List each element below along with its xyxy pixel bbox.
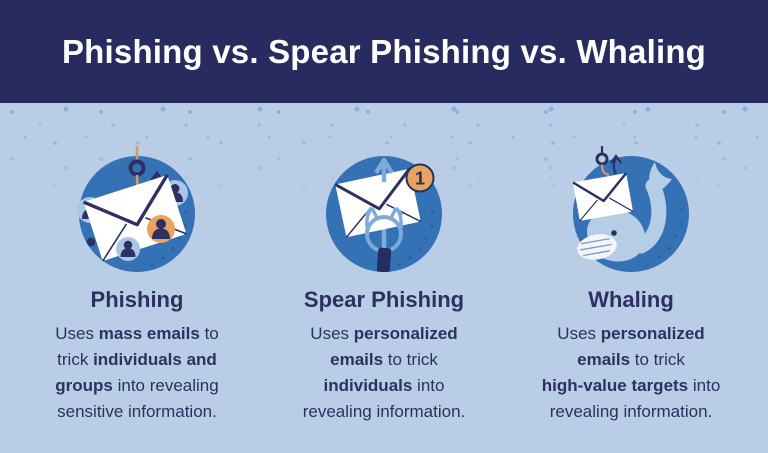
svg-text:1: 1 [415, 169, 425, 189]
phishing-heading: Phishing [90, 287, 184, 312]
header-banner: Phishing vs. Spear Phishing vs. Whaling [0, 0, 768, 103]
page-title: Phishing vs. Spear Phishing vs. Whaling [61, 32, 707, 70]
envelope-icon [572, 172, 634, 222]
phishing-envelope-fishhook-icon [77, 146, 195, 272]
circle-texture-dots [646, 208, 684, 266]
whaling-heading: Whaling [588, 287, 674, 312]
trident-handle [376, 247, 392, 272]
whaling-whale-envelope-icon [572, 146, 689, 272]
one-badge-icon: 1 [405, 163, 435, 193]
spear-phishing-trident-envelope-icon: 1 [326, 156, 442, 272]
envelope-icon [334, 167, 422, 238]
whale-icon [577, 162, 672, 262]
avatar-bottom [116, 237, 140, 261]
person-dot [86, 237, 96, 247]
hook-ring-icon [128, 159, 146, 177]
hook-ring-icon [595, 146, 610, 177]
circle-texture-dots [150, 210, 188, 267]
spear-phishing-heading: Spear Phishing [303, 287, 465, 312]
avatar-target-orange [147, 215, 175, 243]
trident-tip [374, 157, 394, 182]
up-arrow-icon [610, 154, 622, 175]
circle-texture-dots [397, 210, 435, 267]
